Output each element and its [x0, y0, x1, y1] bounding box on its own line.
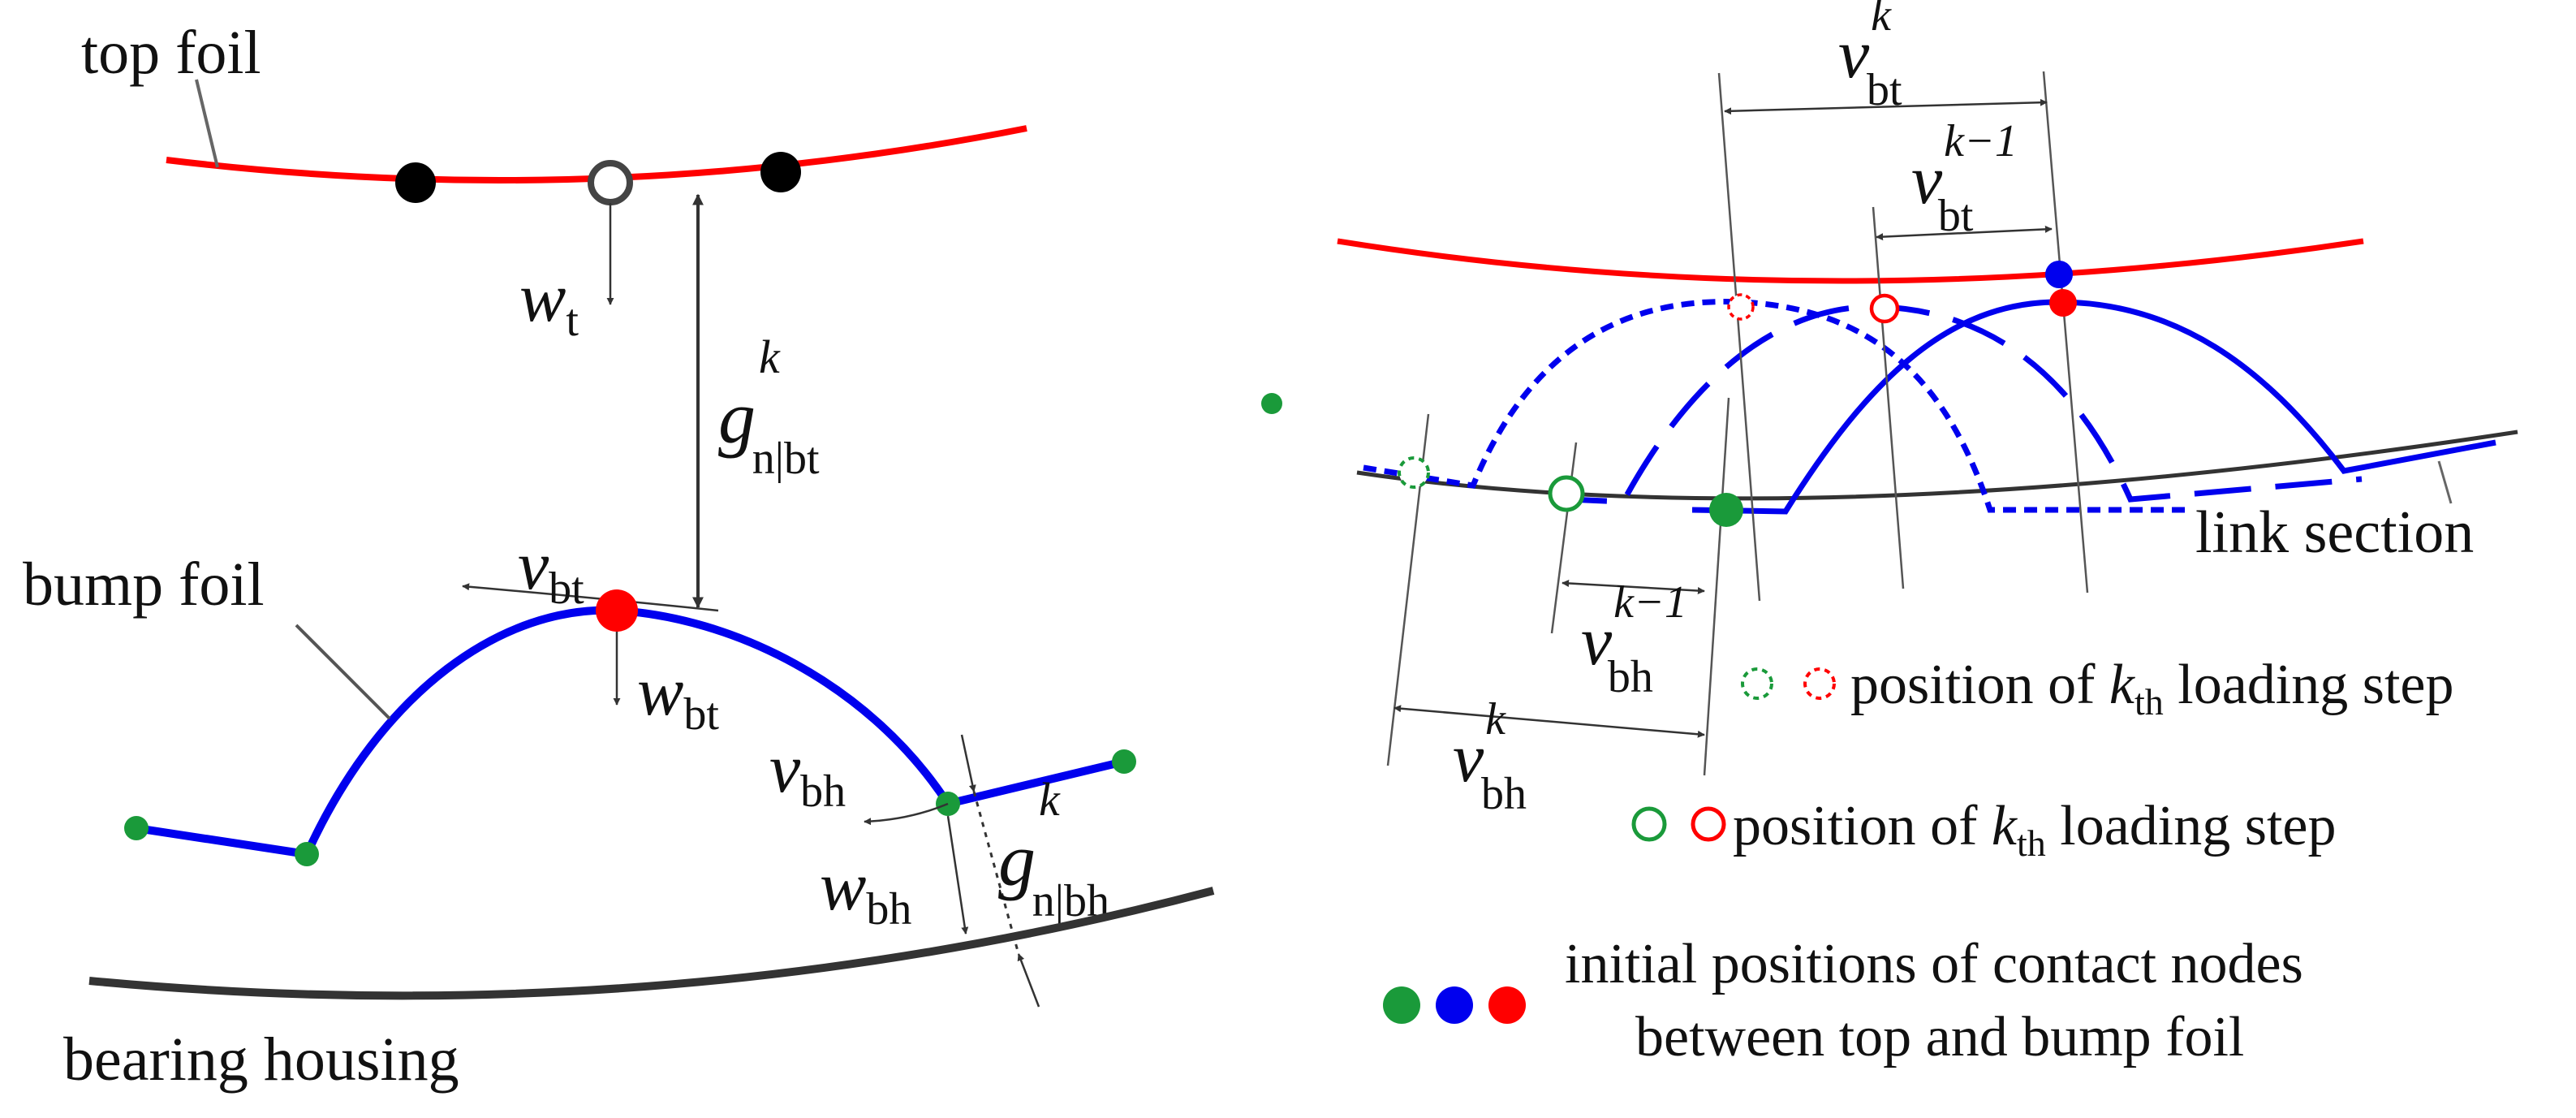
legend-initial-line2: between top and bump foil	[1635, 1006, 2244, 1068]
legend-solid-label: position of kth loading step	[1733, 795, 2337, 864]
legend-initial-line1: initial positions of contact nodes	[1565, 933, 2303, 995]
bearing-housing-label: bearing housing	[63, 1025, 459, 1094]
open-red-node	[1869, 293, 1900, 324]
bump-position-dashed	[1549, 304, 2363, 505]
top-foil-node-right	[760, 152, 801, 192]
top-foil-label: top foil	[81, 19, 261, 87]
v-bt-label: vbt	[518, 526, 584, 614]
bump-position-dotted	[1363, 299, 2191, 513]
gap-bh-bottom-arrow	[1017, 953, 1040, 1008]
legend-open-green-icon	[1631, 806, 1667, 842]
w-bh-arrow	[946, 815, 969, 935]
stray-green-dot	[1261, 393, 1282, 414]
bump-position-solid	[1691, 299, 2496, 515]
ref-line-3	[1703, 397, 1730, 776]
bump-foil-arch	[303, 606, 952, 857]
ref-line-4	[1717, 72, 1761, 602]
legend-open-red-icon	[1691, 806, 1726, 842]
v-bh-arrow	[864, 802, 949, 826]
dim-v-bt-k	[1724, 98, 2048, 115]
initial-red-node	[2049, 289, 2077, 317]
w-bt-label: wbt	[637, 652, 719, 740]
open-green-node	[1548, 475, 1585, 512]
legend: position of kth loading step position of…	[1383, 654, 2454, 1068]
link-section-leader	[2437, 460, 2453, 504]
top-foil-node-center-open	[588, 160, 633, 205]
legend-initial-green-icon	[1383, 986, 1420, 1024]
right-top-foil-curve	[1337, 238, 2364, 284]
dim-v-bh-k	[1394, 705, 1705, 738]
bump-node-right-end	[1112, 749, 1136, 774]
legend-dashed-green-icon	[1741, 667, 1773, 700]
bearing-housing-curve	[88, 887, 1215, 1000]
bump-top-contact-node	[596, 589, 638, 632]
v-bt-arrow	[462, 583, 719, 612]
ref-line-2	[1550, 442, 1578, 634]
dim-v-bh-k-minus-1	[1562, 579, 1705, 595]
link-section-label: link section	[2195, 499, 2474, 566]
bump-foil-right-flat	[946, 758, 1126, 808]
bump-foil-leader-line	[295, 624, 391, 720]
ref-line-5	[1872, 206, 1905, 589]
bump-node-left-foot	[295, 842, 319, 866]
dashed-red-node	[1727, 293, 1755, 321]
ref-line-6	[2042, 71, 2089, 594]
legend-dashed-red-icon	[1803, 667, 1836, 700]
initial-green-node	[1709, 493, 1743, 527]
legend-initial-red-icon	[1488, 986, 1526, 1024]
v-bh-label: vbh	[769, 729, 846, 817]
top-foil-leader-line	[195, 79, 219, 168]
dashed-green-node	[1398, 456, 1430, 489]
link-section-curve	[1356, 430, 2518, 501]
bump-foil-left-flat	[136, 824, 308, 858]
dim-v-bt-k-minus-1	[1876, 225, 2053, 241]
gap-bh-top-arrow	[960, 734, 976, 792]
initial-blue-node	[2045, 261, 2073, 288]
legend-dashed-label: position of kth loading step	[1850, 654, 2454, 723]
bump-foil-label: bump foil	[23, 550, 265, 619]
bump-node-left-end	[124, 816, 149, 840]
top-foil-node-left	[395, 162, 436, 203]
w-bh-label: wbh	[820, 847, 911, 935]
legend-initial-blue-icon	[1436, 986, 1473, 1024]
w-t-label: wt	[519, 258, 579, 346]
gap-bh-dotted-line	[972, 791, 1020, 955]
